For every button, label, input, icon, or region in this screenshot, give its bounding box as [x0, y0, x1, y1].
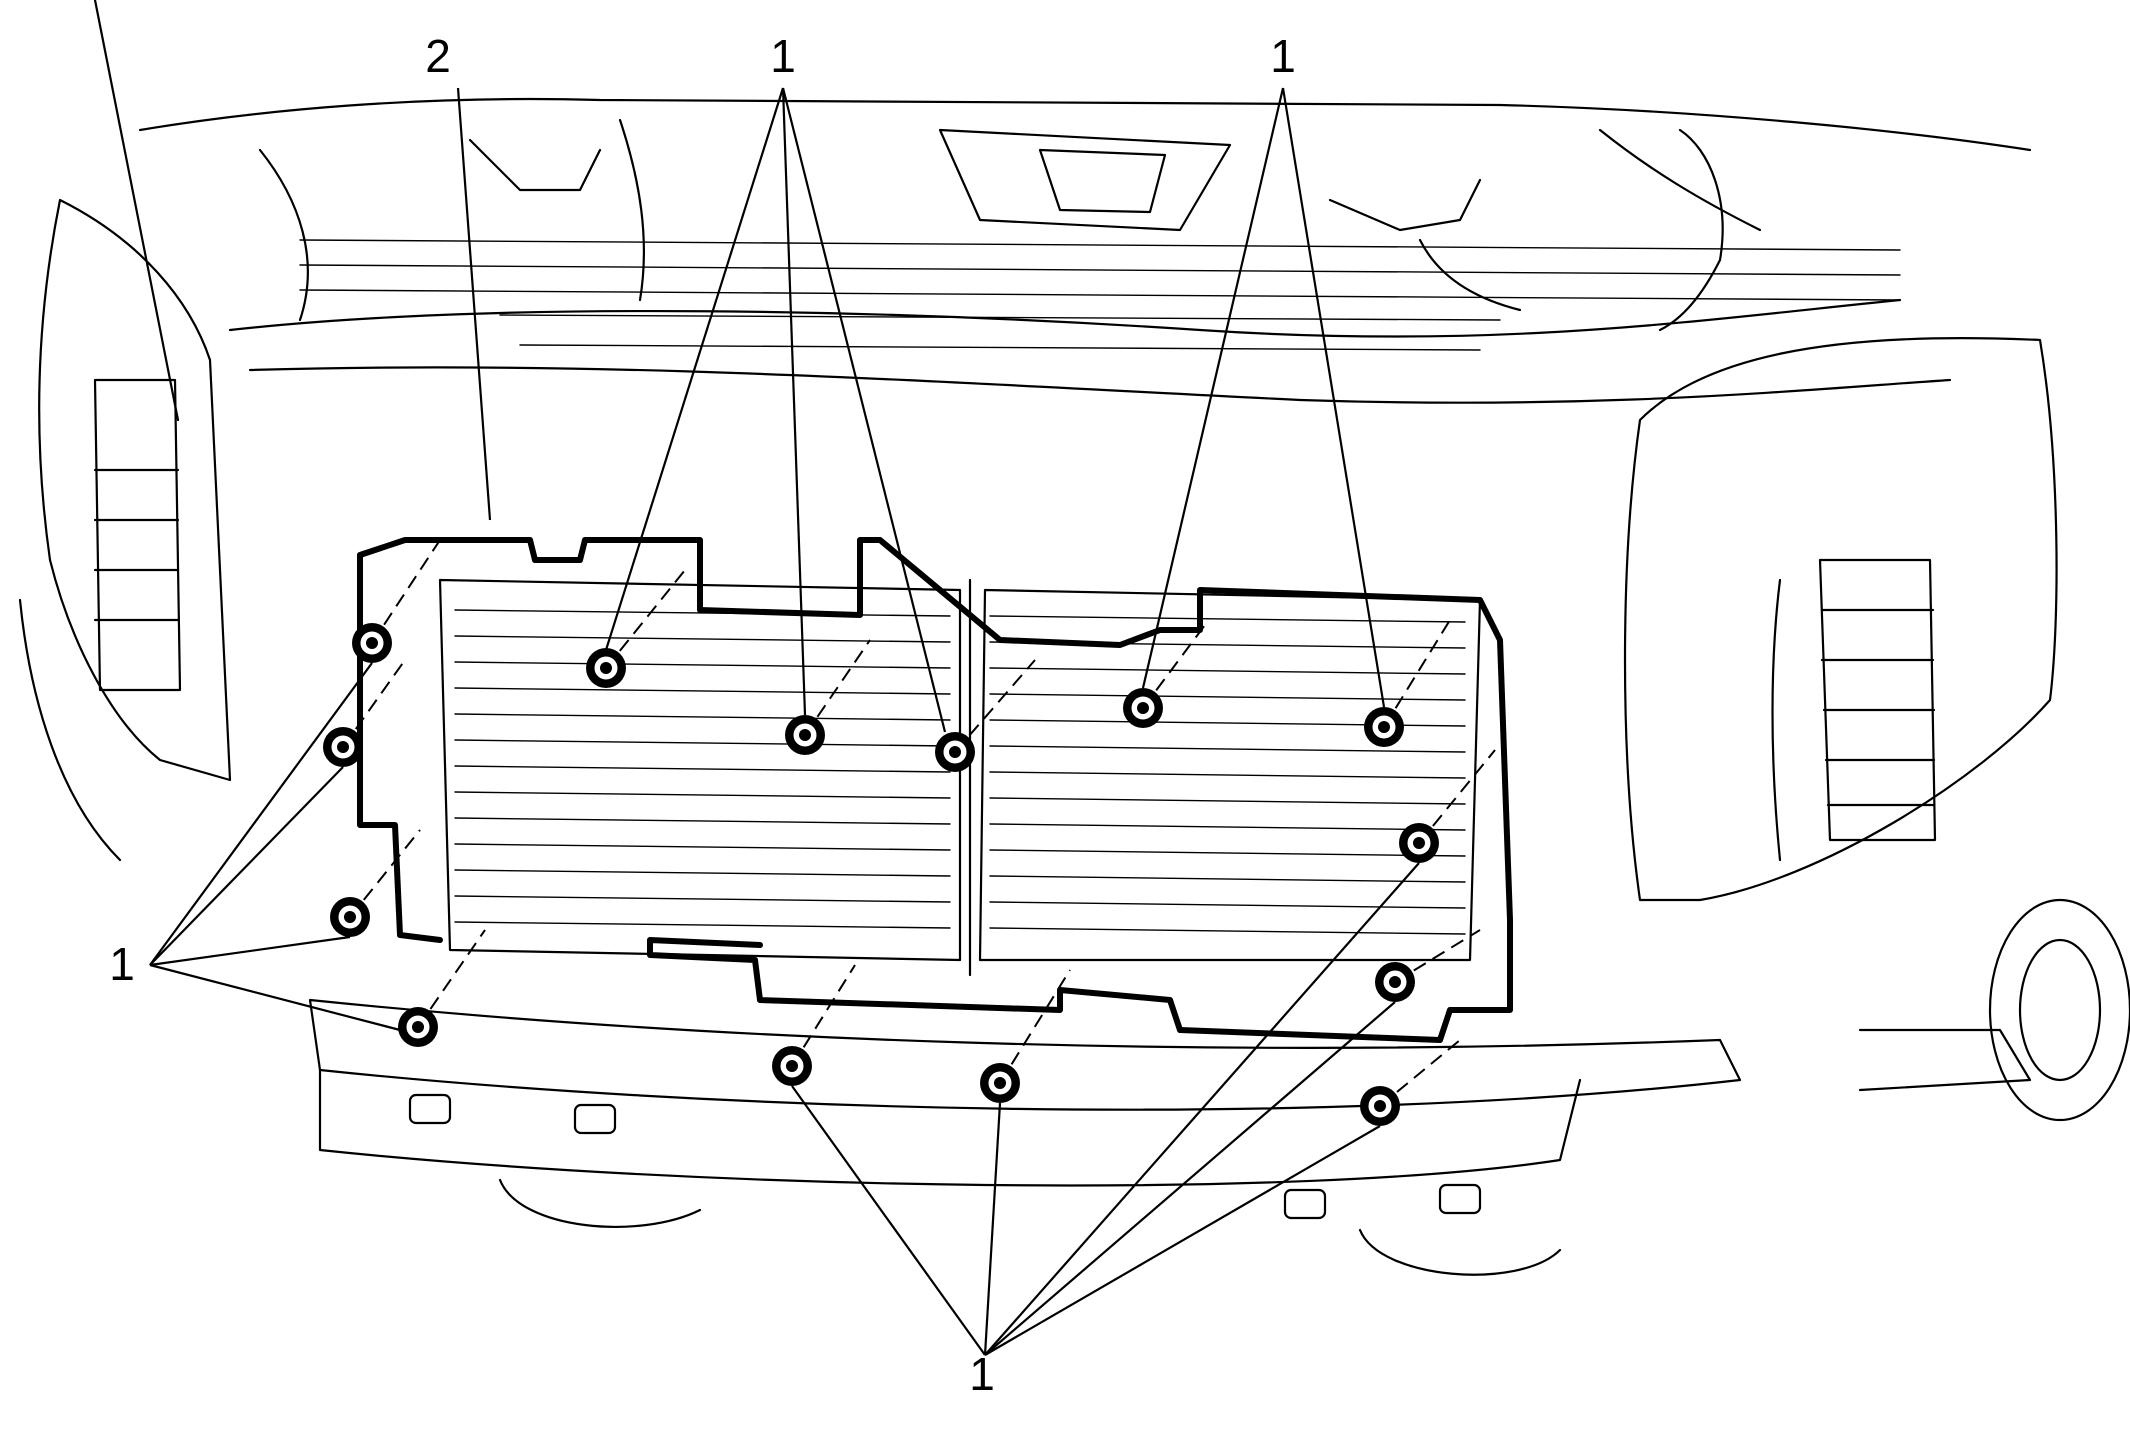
install-line — [1142, 624, 1206, 709]
fastener-group — [323, 623, 1439, 1126]
fastener-bolt — [398, 1007, 438, 1047]
fastener-bolt — [1123, 688, 1163, 728]
callout-1-top-center: 1 — [770, 30, 796, 82]
radiator-top-fins — [299, 239, 1901, 351]
louver-slat — [454, 739, 951, 747]
louver-slat — [989, 771, 1466, 779]
louver-slat — [454, 661, 951, 669]
fastener-install-lines — [342, 539, 1496, 1107]
leader-line — [984, 1125, 1381, 1356]
fastener-bolt — [1375, 962, 1415, 1002]
callout-1-top-right: 1 — [1270, 30, 1296, 82]
right-headlamp — [1623, 337, 2058, 902]
right-wheel-hub — [1858, 898, 2130, 1122]
leader-line — [1141, 87, 1285, 689]
front-bumper — [308, 998, 1742, 1276]
install-line — [342, 659, 406, 748]
louver-slat — [454, 921, 951, 929]
louver-slat — [454, 869, 951, 877]
callout-1-bottom: 1 — [969, 1348, 995, 1400]
install-line — [1394, 929, 1481, 983]
install-line — [954, 659, 1036, 753]
install-line — [999, 969, 1071, 1084]
panel-outline — [357, 537, 1513, 1043]
callout-2: 2 — [425, 30, 451, 82]
callout-1-left: 1 — [109, 938, 135, 990]
louver-panel — [438, 578, 1482, 977]
fastener-bolt — [323, 727, 363, 767]
leader-line — [983, 1102, 1002, 1356]
fastener-bolt — [352, 623, 392, 663]
louver-slat — [989, 901, 1466, 909]
leader-line — [149, 935, 351, 967]
fastener-bolt — [980, 1063, 1020, 1103]
leader-line — [984, 1001, 1396, 1356]
louver-slat — [454, 817, 951, 825]
leader-line — [781, 87, 947, 733]
install-line — [804, 639, 871, 736]
fastener-bolt — [586, 648, 626, 688]
fastener-bolt — [772, 1046, 812, 1086]
louver-slat — [454, 791, 951, 799]
install-line — [1418, 749, 1496, 844]
left-headlamp — [18, 0, 232, 862]
louvers-right — [989, 615, 1466, 935]
louver-slat — [989, 693, 1466, 701]
leader-line — [456, 87, 492, 521]
louver-slat — [454, 765, 951, 773]
louver-slat — [989, 797, 1466, 805]
fastener-bolt — [1399, 823, 1439, 863]
louver-slat — [454, 843, 951, 851]
louver-slat — [454, 635, 951, 643]
leader-line — [791, 1085, 986, 1356]
fastener-bolt — [785, 715, 825, 755]
leader-line — [149, 662, 373, 966]
leader-line — [149, 963, 401, 1032]
louver-slat — [989, 823, 1466, 831]
install-line — [1379, 1039, 1461, 1107]
louver-slat — [989, 849, 1466, 857]
leader-line — [149, 766, 344, 966]
leader-line — [984, 862, 1420, 1356]
fastener-bolt — [1360, 1086, 1400, 1126]
louver-slat — [454, 713, 951, 721]
louver-slat — [989, 615, 1466, 623]
louver-slat — [989, 875, 1466, 883]
fastener-bolt — [935, 732, 975, 772]
louver-slat — [989, 667, 1466, 675]
louver-slat — [454, 895, 951, 903]
install-line — [791, 964, 856, 1067]
louvers-left — [454, 609, 951, 929]
leader-line — [1281, 87, 1386, 708]
louver-slat — [454, 687, 951, 695]
louver-slat — [989, 745, 1466, 753]
fastener-bolt — [1364, 707, 1404, 747]
callout-leaders — [149, 87, 1420, 1356]
fastener-bolt — [330, 897, 370, 937]
install-line — [349, 829, 421, 918]
louver-slat — [989, 927, 1466, 935]
leader-line — [781, 87, 807, 716]
install-line — [417, 929, 486, 1028]
leader-line — [604, 87, 785, 651]
engine-bay — [138, 97, 2032, 404]
